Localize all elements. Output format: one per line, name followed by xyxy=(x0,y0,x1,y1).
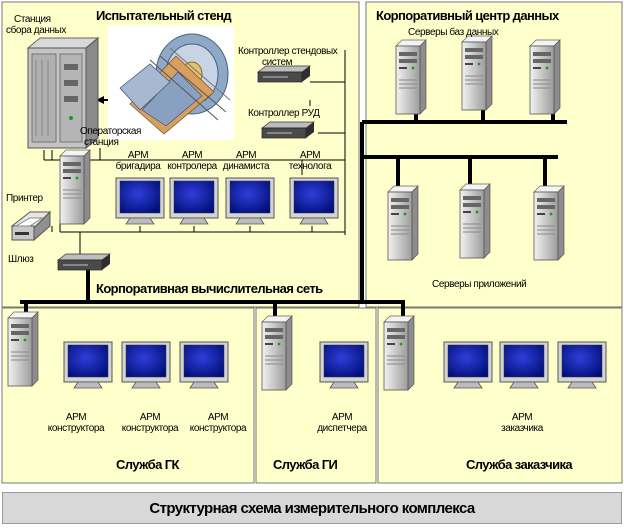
gi-ws-label-2: диспетчера xyxy=(317,423,367,434)
operator-station-tower xyxy=(59,149,91,225)
dynamicist-label-1: АРМ xyxy=(235,150,257,161)
gk-ws1-label-1: АРМ xyxy=(65,412,87,423)
gk-ws1-label-2: конструктора xyxy=(47,423,105,434)
gateway-device xyxy=(57,253,111,271)
workstation-controller-monitor xyxy=(169,177,219,225)
gk-server-tower xyxy=(7,311,39,387)
foreman-label-2: бригадира xyxy=(115,161,161,172)
controller-label-1: АРМ xyxy=(181,150,203,161)
technologist-label-2: технолога xyxy=(288,161,332,172)
gk-workstation-2-monitor xyxy=(121,341,171,389)
operator-station-label-1: Операторская xyxy=(80,126,142,137)
gi-ws-label-1: АРМ xyxy=(331,412,353,423)
customer-workstation-3-monitor xyxy=(557,341,607,389)
db-server-1 xyxy=(395,39,427,115)
stand-wiring xyxy=(43,50,346,255)
data-station-label-1: Станция xyxy=(14,14,51,25)
customer-workstation-1-monitor xyxy=(443,341,493,389)
operator-station-label-2: станция xyxy=(84,137,119,148)
diagram-caption: Структурная схема измерительного комплек… xyxy=(2,492,622,524)
db-server-2 xyxy=(461,35,493,111)
workstation-dynamicist-monitor xyxy=(225,177,275,225)
db-servers-label: Серверы баз данных xyxy=(408,27,499,38)
stands-controller-device xyxy=(257,65,311,83)
test-stand-title: Испытательный стенд xyxy=(96,8,232,23)
network-title: Корпоративная вычислительная сеть xyxy=(96,281,323,296)
controller-label-2: контролера xyxy=(167,161,217,172)
stands-controller-label-1: Контроллер стендовых xyxy=(238,46,338,57)
gk-workstation-3-monitor xyxy=(179,341,229,389)
gk-panel xyxy=(1,307,255,484)
db-server-3 xyxy=(529,39,561,115)
gk-ws3-label-2: конструктора xyxy=(189,423,247,434)
foreman-label-1: АРМ xyxy=(127,150,149,161)
app-servers-label: Серверы приложений xyxy=(432,279,527,290)
gk-ws2-label-1: АРМ xyxy=(139,412,161,423)
data-station-label-2: сбора данных xyxy=(6,25,67,36)
network-bus xyxy=(20,102,567,318)
gk-title: Служба ГК xyxy=(116,457,179,472)
printer-icon xyxy=(10,210,52,242)
gk-ws3-label-1: АРМ xyxy=(207,412,229,423)
app-server-3 xyxy=(533,185,565,261)
customer-ws-label-2: заказчика xyxy=(501,423,543,434)
gi-title: Служба ГИ xyxy=(273,457,338,472)
printer-label: Принтер xyxy=(6,193,43,204)
workstation-foreman-monitor xyxy=(115,177,165,225)
data-station-rack xyxy=(26,36,100,150)
workstation-technologist-monitor xyxy=(289,177,339,225)
dynamicist-label-2: динамиста xyxy=(222,161,270,172)
gateway-label: Шлюз xyxy=(8,254,34,265)
customer-server-tower xyxy=(383,315,415,391)
stands-controller-label-2: систем xyxy=(262,57,293,68)
customer-panel xyxy=(377,307,623,484)
customer-ws-label-1: АРМ xyxy=(511,412,533,423)
gi-workstation-monitor xyxy=(319,341,369,389)
turbine-engine-image xyxy=(108,26,234,140)
rud-controller-device xyxy=(261,121,315,139)
customer-title: Служба заказчика xyxy=(466,457,573,472)
gk-workstation-1-monitor xyxy=(63,341,113,389)
gi-server-tower xyxy=(261,315,293,391)
customer-workstation-2-monitor xyxy=(499,341,549,389)
data-center-title: Корпоративный центр данных xyxy=(376,8,559,23)
gk-ws2-label-2: конструктора xyxy=(121,423,179,434)
app-server-2 xyxy=(459,183,491,259)
rud-controller-label: Контроллер РУД xyxy=(248,108,320,119)
technologist-label-1: АРМ xyxy=(299,150,321,161)
app-server-1 xyxy=(387,185,419,261)
